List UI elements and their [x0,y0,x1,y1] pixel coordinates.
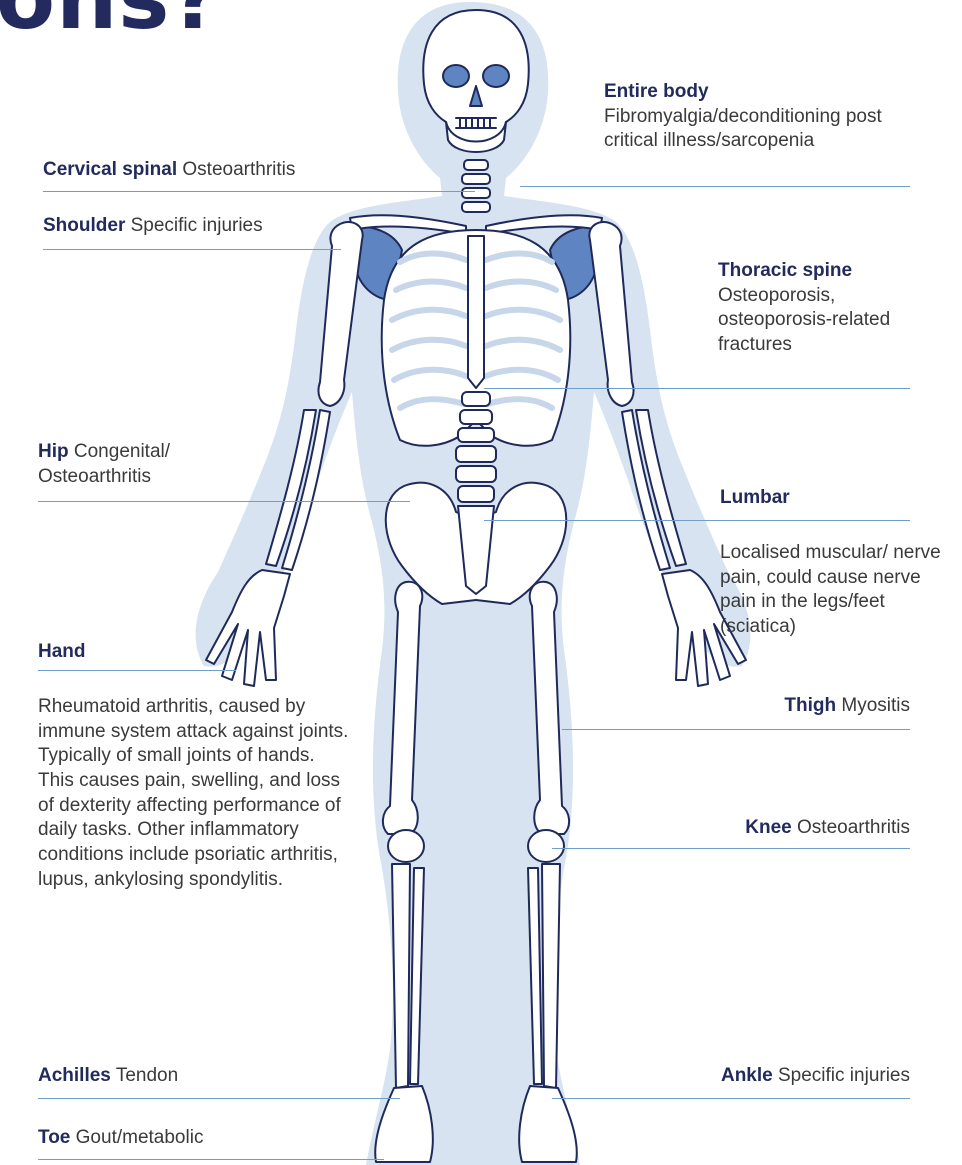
lumbar-vertebra [456,446,496,462]
lumbar-vertebra [456,466,496,482]
label-cervical: Cervical spinal Osteoarthritis [43,158,295,183]
label-term: Thoracic spine [718,260,852,281]
label-desc: Gout/metabolic [76,1127,204,1148]
cervical-vertebra [464,160,488,170]
leader-line-lumbar [484,520,910,521]
leader-line-thigh [562,729,910,730]
label-desc: Localised muscular/ nerve pain, could ca… [720,542,941,637]
leader-line-ankle [552,1098,910,1099]
label-term: Shoulder [43,215,125,236]
leader-line-thoracic [484,388,910,389]
leader-line-hip [38,501,410,502]
label-hip: Hip Congenital/ Osteoarthritis [38,440,218,489]
leader-line-shoulder [43,249,341,250]
label-toe: Toe Gout/metabolic [38,1126,203,1151]
label-term: Ankle [721,1065,773,1086]
cervical-vertebra [462,174,490,184]
label-lumbar-desc: Localised muscular/ nerve pain, could ca… [720,541,948,640]
label-achilles: Achilles Tendon [38,1064,178,1089]
label-desc: Specific injuries [778,1065,910,1086]
label-hand-desc: Rheumatoid arthritis, caused by immune s… [38,695,350,893]
right-patella [528,830,564,862]
label-ankle: Ankle Specific injuries [721,1064,910,1089]
lumbar-vertebra [458,428,494,442]
label-term: Thigh [784,695,836,716]
leader-line-knee [552,848,910,849]
left-eye-socket [443,65,469,87]
left-patella [388,830,424,862]
label-hand-term: Hand [38,640,86,665]
leader-line-cervical [43,191,475,192]
label-shoulder: Shoulder Specific injuries [43,214,263,239]
label-term: Hand [38,641,86,662]
label-desc: Osteoarthritis [797,817,910,838]
label-term: Cervical spinal [43,159,177,180]
label-thigh: Thigh Myositis [784,694,910,719]
cervical-vertebra [462,188,490,198]
leader-line-achilles [38,1098,400,1099]
sternum [468,236,484,388]
label-lumbar-term: Lumbar [720,486,790,511]
label-term: Lumbar [720,487,790,508]
label-desc: Specific injuries [131,215,263,236]
label-term: Entire body [604,81,709,102]
label-entire-body: Entire body Fibromyalgia/deconditioning … [604,80,914,154]
lumbar-vertebra [460,410,492,424]
label-term: Hip [38,441,69,462]
label-desc: Tendon [116,1065,178,1086]
right-tibia [542,864,560,1088]
label-desc: Osteoarthritis [182,159,295,180]
label-desc: Myositis [841,695,910,716]
label-thoracic: Thoracic spine Osteoporosis, osteoporosi… [718,259,928,358]
lumbar-vertebra [462,392,490,406]
lumbar-vertebra [458,486,494,502]
leader-line-entire-body [520,186,910,187]
label-desc: Osteoporosis, osteoporosis-related fract… [718,285,890,355]
label-knee: Knee Osteoarthritis [745,816,910,841]
label-desc: Rheumatoid arthritis, caused by immune s… [38,696,348,890]
label-term: Toe [38,1127,70,1148]
leader-line-toe [38,1159,384,1160]
label-desc: Fibromyalgia/deconditioning post critica… [604,106,882,152]
label-term: Achilles [38,1065,111,1086]
leader-line-hand [38,670,236,671]
right-eye-socket [483,65,509,87]
left-tibia [392,864,410,1088]
cervical-vertebra [462,202,490,212]
label-term: Knee [745,817,791,838]
